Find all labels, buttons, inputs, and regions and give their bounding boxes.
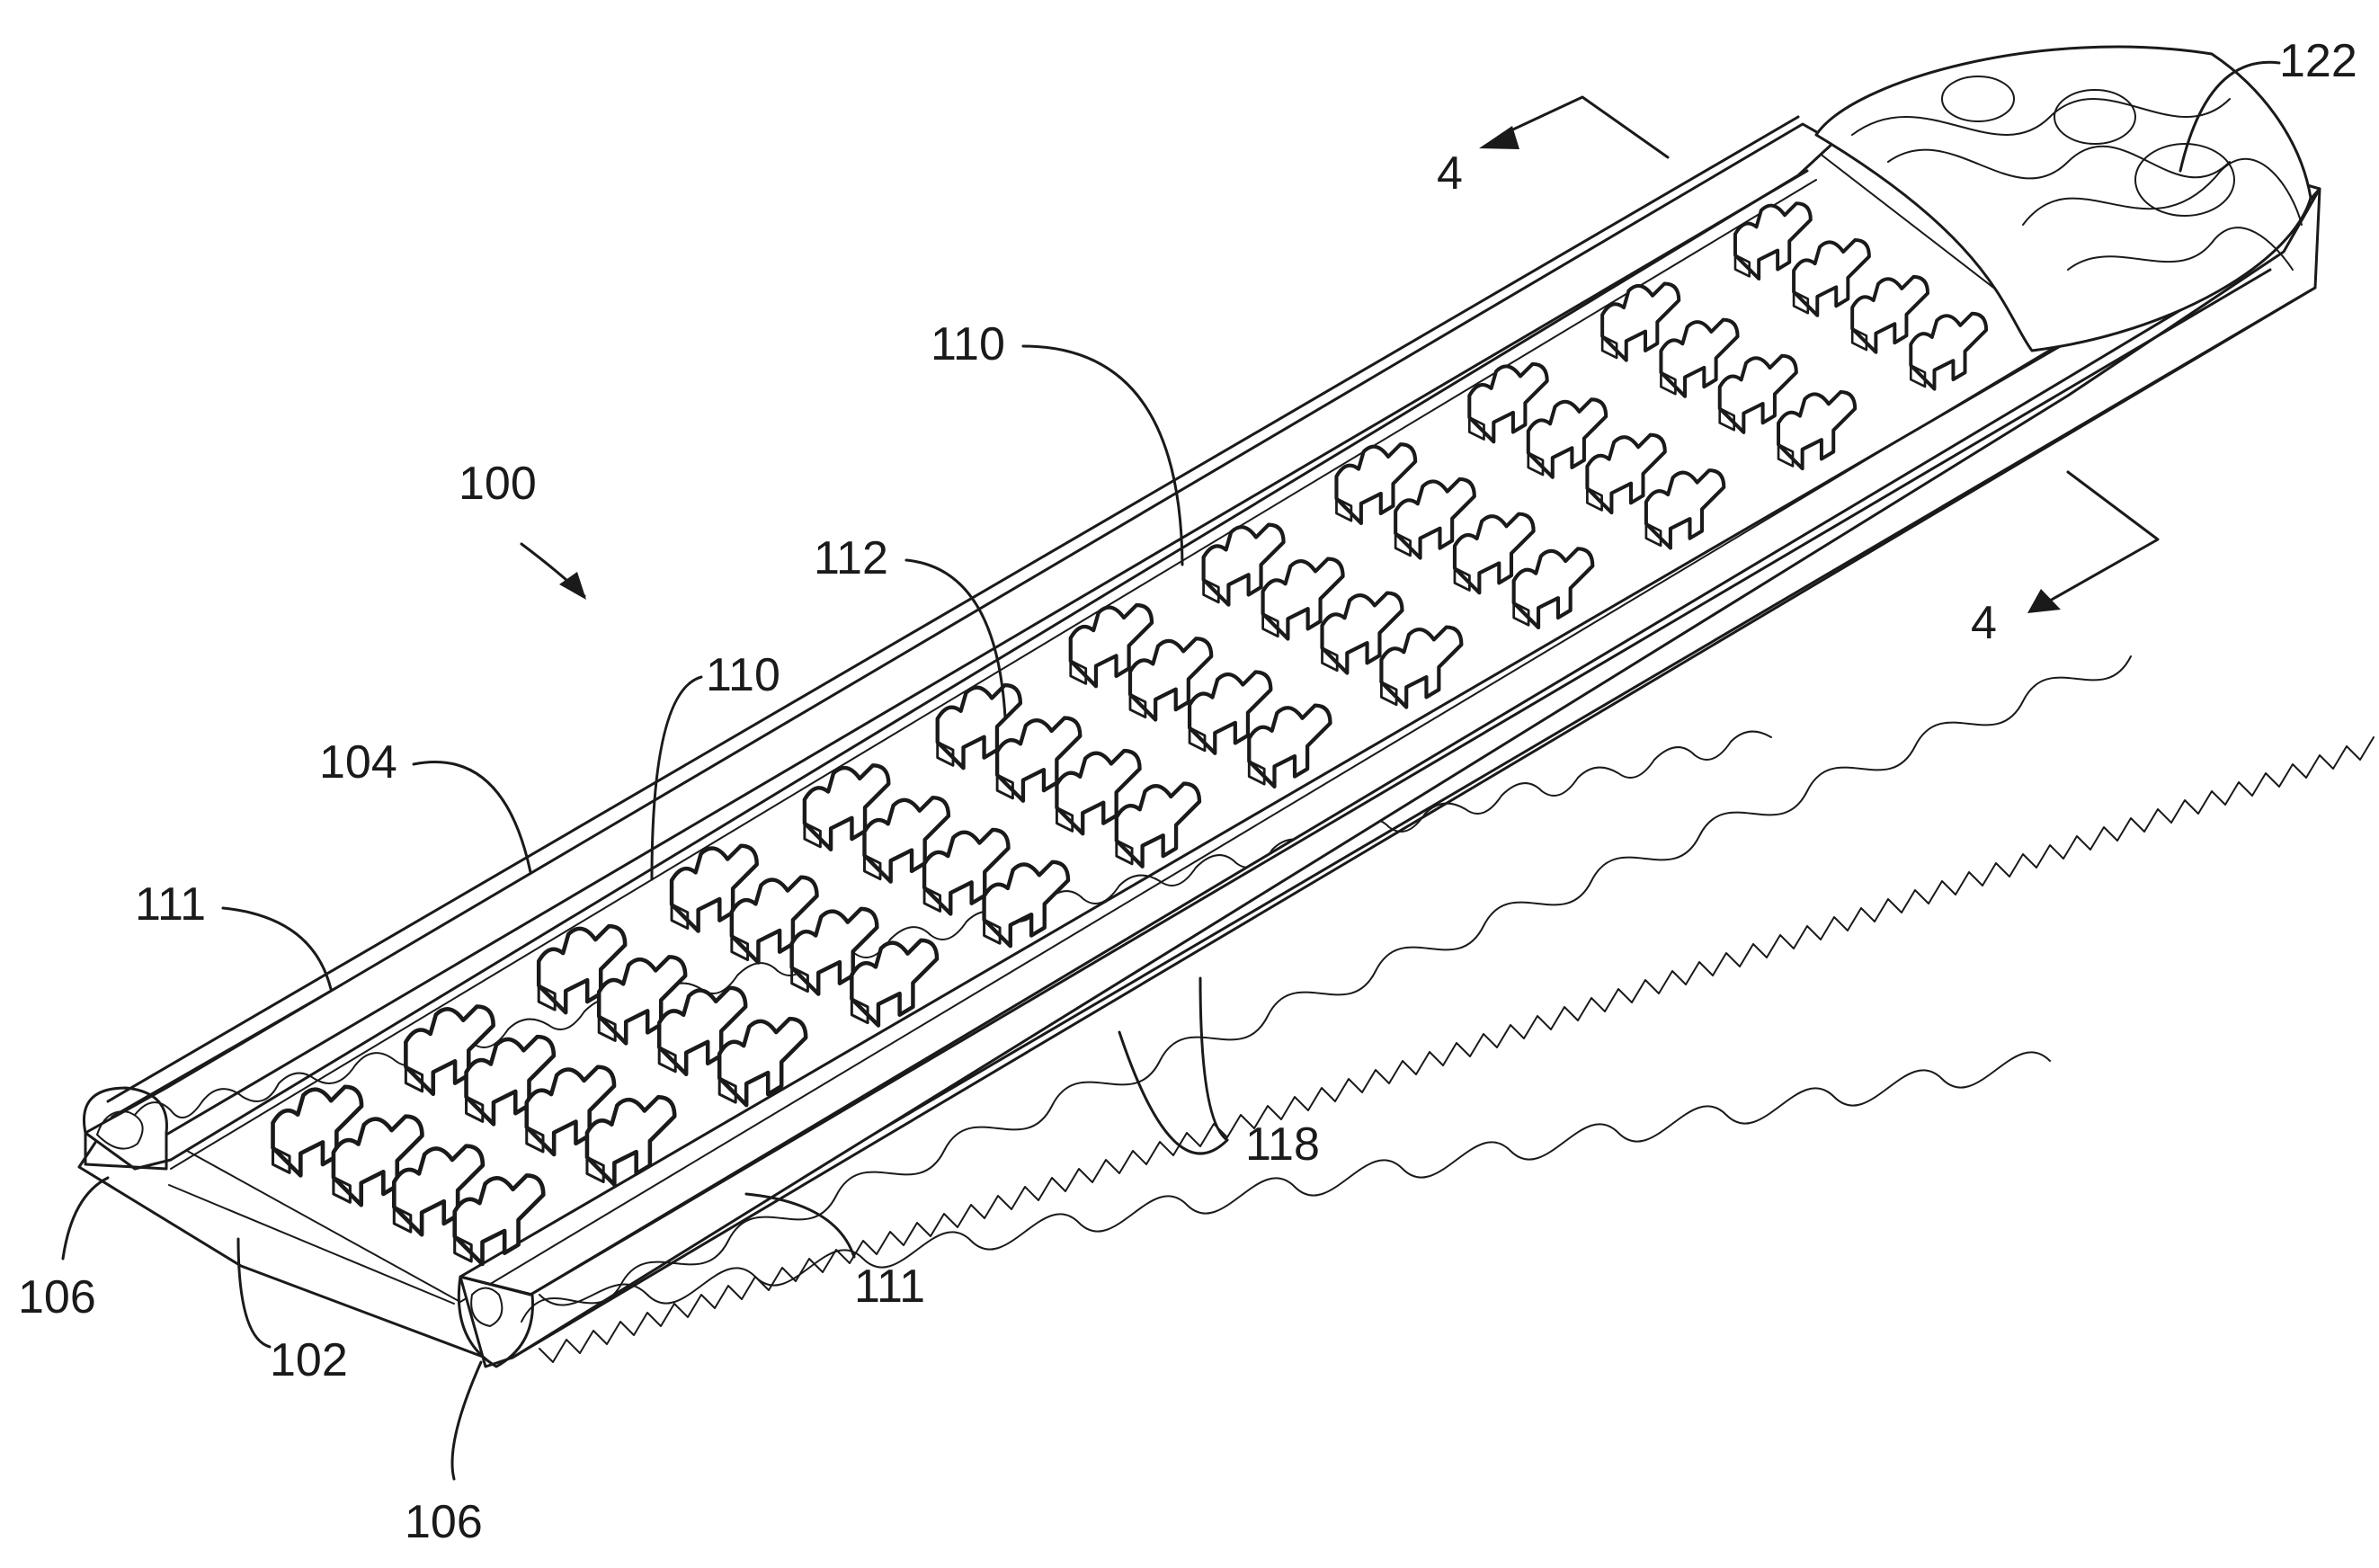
section-arrow-bottom <box>2027 589 2061 613</box>
label-118: 118 <box>1245 1118 1320 1171</box>
label-111b: 111 <box>854 1261 925 1313</box>
label-110a: 110 <box>706 649 780 701</box>
label-111a: 111 <box>135 878 206 931</box>
label-4-top: 4 <box>1437 147 1463 200</box>
label-100: 100 <box>459 458 537 510</box>
label-102: 102 <box>270 1334 348 1386</box>
leader-118b <box>1200 978 1227 1140</box>
leader-104 <box>414 762 530 873</box>
label-122: 122 <box>2279 35 2357 87</box>
leader-106a <box>63 1178 108 1259</box>
section-line-top <box>1501 97 1668 157</box>
label-112: 112 <box>814 532 888 584</box>
leader-111a <box>223 908 331 989</box>
leader-106b <box>452 1362 481 1479</box>
label-110b: 110 <box>931 318 1005 370</box>
label-106a: 106 <box>18 1271 96 1323</box>
label-104: 104 <box>319 736 397 788</box>
label-4-bottom: 4 <box>1971 597 1997 649</box>
leader-118a <box>1119 1032 1227 1154</box>
label-106b: 106 <box>405 1496 483 1548</box>
section-line-bottom <box>2050 472 2158 601</box>
